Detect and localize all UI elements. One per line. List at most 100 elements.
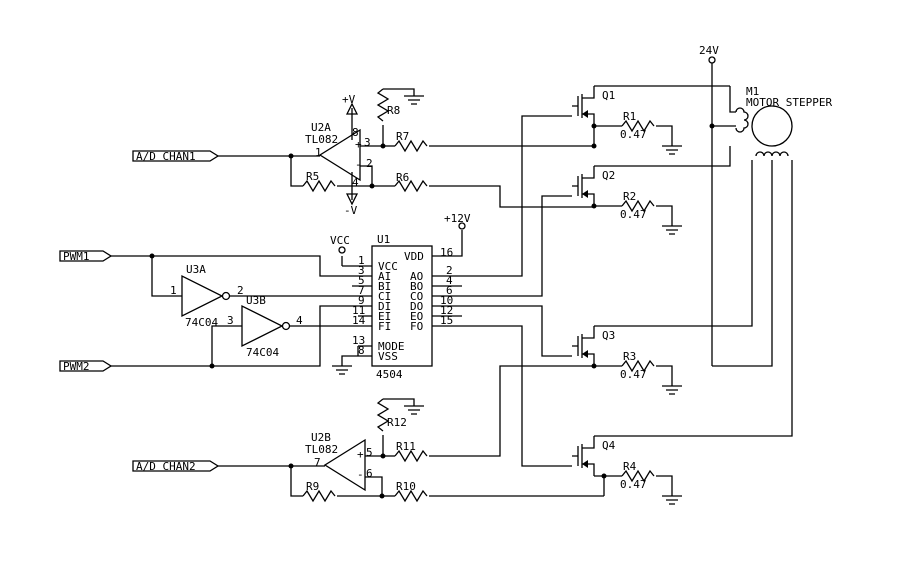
u2b-ref: U2B — [311, 431, 331, 444]
ad-chan1-connector: A/D CHAN1 — [132, 150, 220, 163]
u3b-inverter: U3B 3 4 74C04 — [227, 294, 303, 359]
svg-text:CI: CI — [378, 290, 391, 303]
svg-text:BO: BO — [410, 280, 423, 293]
svg-text:VDD: VDD — [404, 250, 424, 263]
r3-label: R3 — [623, 350, 636, 363]
r2-label: R2 — [623, 190, 636, 203]
u3b-part: 74C04 — [246, 346, 279, 359]
svg-text:8: 8 — [358, 344, 365, 357]
svg-text:10: 10 — [440, 294, 453, 307]
svg-text:BI: BI — [378, 280, 391, 293]
pwm2-connector: PWM2 — [59, 360, 113, 373]
m1-stepper-motor: M1 MOTOR STEPPER — [735, 85, 832, 157]
r3-value: 0.47 — [620, 368, 647, 381]
u1-part: 4504 — [376, 368, 403, 381]
u1-ref: U1 — [377, 233, 390, 246]
svg-text:DI: DI — [378, 300, 391, 313]
svg-text:MODE: MODE — [378, 340, 405, 353]
u2a-pin8: 8 — [352, 126, 359, 139]
r12-label: R12 — [387, 416, 407, 429]
pwm1-connector: PWM1 — [59, 250, 113, 263]
r2-value: 0.47 — [620, 208, 647, 221]
u3a-pin2: 2 — [237, 284, 244, 297]
q1-ref: Q1 — [602, 89, 615, 102]
u2a-part: TL082 — [305, 133, 338, 146]
ad-chan1-label: A/D CHAN1 — [136, 150, 196, 163]
u2a-pin1: 1 — [315, 146, 322, 159]
svg-text:FI: FI — [378, 320, 391, 333]
u3a-part: 74C04 — [185, 316, 218, 329]
svg-text:3: 3 — [358, 264, 365, 277]
q3-ref: Q3 — [602, 329, 615, 342]
svg-text:AI: AI — [378, 270, 391, 283]
svg-text:-: - — [355, 158, 362, 171]
svg-text:9: 9 — [358, 294, 365, 307]
r5-label: R5 — [306, 170, 319, 183]
pwm1-label: PWM1 — [63, 250, 90, 263]
r8-label: R8 — [387, 104, 400, 117]
u2a-opamp: U2A TL082 8 3 1 2 4 + - +V -V — [305, 93, 373, 217]
u2a-pin2: 2 — [366, 157, 373, 170]
r7-label: R7 — [396, 130, 409, 143]
svg-text:2: 2 — [446, 264, 453, 277]
u2a-pin4: 4 — [352, 176, 359, 189]
u2a-plus-v: +V — [342, 93, 356, 106]
svg-text:14: 14 — [352, 314, 366, 327]
v12-label: +12V — [444, 212, 471, 225]
q4-ref: Q4 — [602, 439, 616, 452]
m1-name: MOTOR STEPPER — [746, 96, 832, 109]
svg-text:DO: DO — [410, 300, 423, 313]
svg-text:11: 11 — [352, 304, 365, 317]
r10-label: R10 — [396, 480, 416, 493]
svg-text:VSS: VSS — [378, 350, 398, 363]
pwm2-label: PWM2 — [63, 360, 90, 373]
u2a-pin3: 3 — [364, 136, 371, 149]
v24-label: 24V — [699, 44, 719, 57]
q3-mosfet: Q3 — [571, 325, 615, 367]
u3a-pin1: 1 — [170, 284, 177, 297]
u2b-pin6: 6 — [366, 467, 373, 480]
svg-text:AO: AO — [410, 270, 423, 283]
svg-text:4: 4 — [446, 274, 453, 287]
svg-text:+: + — [357, 448, 364, 461]
ad-chan2-connector: A/D CHAN2 — [132, 460, 220, 473]
svg-text:+: + — [355, 138, 362, 151]
svg-text:EI: EI — [378, 310, 391, 323]
ad-chan2-label: A/D CHAN2 — [136, 460, 196, 473]
m1-ref: M1 — [746, 85, 759, 98]
u3b-pin4: 4 — [296, 314, 303, 327]
q1-mosfet: Q1 — [571, 85, 615, 127]
svg-text:EO: EO — [410, 310, 423, 323]
svg-text:FO: FO — [410, 320, 423, 333]
svg-text:VCC: VCC — [378, 260, 398, 273]
u3b-pin3: 3 — [227, 314, 234, 327]
q2-mosfet: Q2 — [571, 165, 615, 207]
u3a-ref: U3A — [186, 263, 206, 276]
q4-mosfet: Q4 — [571, 435, 616, 477]
u2b-pin5: 5 — [366, 446, 373, 459]
svg-text:13: 13 — [352, 334, 365, 347]
svg-text:5: 5 — [358, 274, 365, 287]
u1-driver-chip: U1 4504 VCC AI BI CI DI EI FI MODE VSS 1… — [352, 233, 453, 381]
u3a-inverter: U3A 1 2 74C04 — [170, 263, 244, 329]
u2a-ref: U2A — [311, 121, 331, 134]
svg-text:16: 16 — [440, 246, 453, 259]
u3b-ref: U3B — [246, 294, 266, 307]
svg-text:CO: CO — [410, 290, 423, 303]
svg-text:7: 7 — [358, 284, 365, 297]
u2b-opamp: U2B TL082 5 7 6 + - — [305, 431, 373, 492]
u2b-pin7: 7 — [314, 456, 321, 469]
r1-label: R1 — [623, 110, 636, 123]
r9-label: R9 — [306, 480, 319, 493]
svg-text:12: 12 — [440, 304, 453, 317]
vcc-label: VCC — [330, 234, 350, 247]
r1-value: 0.47 — [620, 128, 647, 141]
u2a-minus-v: -V — [344, 204, 358, 217]
q2-ref: Q2 — [602, 169, 615, 182]
r11-label: R11 — [396, 440, 416, 453]
r6-label: R6 — [396, 171, 409, 184]
svg-text:15: 15 — [440, 314, 453, 327]
svg-text:1: 1 — [358, 254, 365, 267]
r4-value: 0.47 — [620, 478, 647, 491]
